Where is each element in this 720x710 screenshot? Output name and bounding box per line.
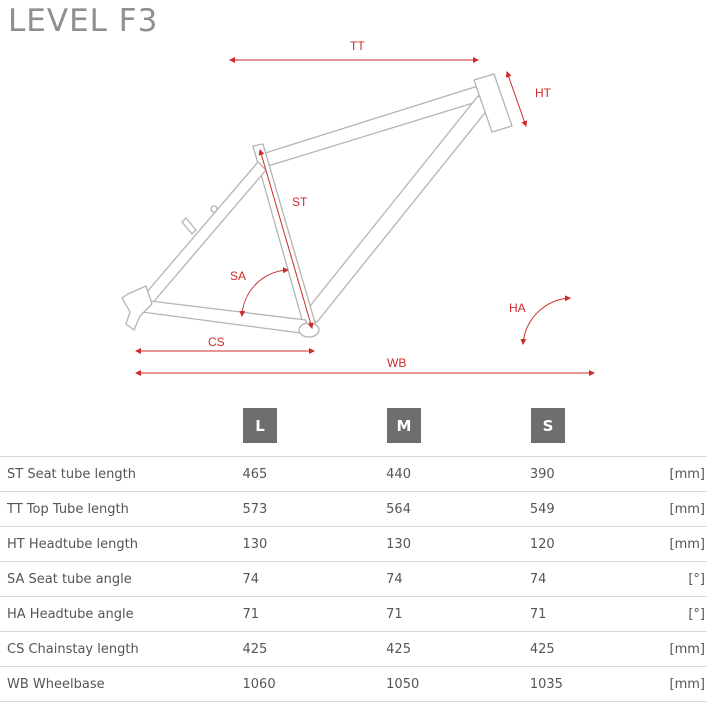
table-row: TT Top Tube length 573 564 549 [mm] <box>0 491 707 527</box>
row-name: SA Seat tube angle <box>0 561 243 597</box>
row-name: HA Headtube angle <box>0 596 243 632</box>
value-l: 465 <box>242 456 387 492</box>
sa-label: SA <box>230 269 246 283</box>
row-name: TT Top Tube length <box>0 491 243 527</box>
value-l: 71 <box>242 596 387 632</box>
value-s: 390 <box>529 456 670 492</box>
geometry-table: ST Seat tube length 465 440 390 [mm] TT … <box>0 456 707 702</box>
row-name: HT Headtube length <box>0 526 243 562</box>
size-header-l: L <box>243 408 277 443</box>
wb-label: WB <box>387 356 406 370</box>
table-row: ST Seat tube length 465 440 390 [mm] <box>0 456 707 492</box>
unit: [mm] <box>669 456 707 492</box>
value-s: 71 <box>529 596 670 632</box>
value-m: 1050 <box>386 666 530 702</box>
value-s: 549 <box>529 491 670 527</box>
unit: [°] <box>669 596 707 632</box>
value-s: 1035 <box>529 666 670 702</box>
sa-angle-arc <box>239 267 289 317</box>
value-l: 130 <box>242 526 387 562</box>
table-row: HT Headtube length 130 130 120 [mm] <box>0 526 707 562</box>
value-s: 120 <box>529 526 670 562</box>
ht-dimension-line <box>505 71 528 127</box>
row-name: WB Wheelbase <box>0 666 243 702</box>
unit: [mm] <box>669 666 707 702</box>
size-header-s: S <box>531 408 565 443</box>
ha-label: HA <box>509 301 526 315</box>
ht-label: HT <box>535 86 552 100</box>
size-header-m: M <box>387 408 421 443</box>
value-s: 74 <box>529 561 670 597</box>
value-l: 573 <box>242 491 387 527</box>
table-row: CS Chainstay length 425 425 425 [mm] <box>0 631 707 667</box>
st-dimension-line <box>258 149 314 329</box>
row-name: CS Chainstay length <box>0 631 243 667</box>
value-s: 425 <box>529 631 670 667</box>
unit: [mm] <box>669 526 707 562</box>
row-name: ST Seat tube length <box>0 456 243 492</box>
value-m: 440 <box>386 456 530 492</box>
page-title: LEVEL F3 <box>8 3 159 39</box>
unit: [mm] <box>669 631 707 667</box>
value-m: 564 <box>386 491 530 527</box>
cs-label: CS <box>208 335 225 349</box>
value-m: 130 <box>386 526 530 562</box>
value-l: 1060 <box>242 666 387 702</box>
value-l: 74 <box>242 561 387 597</box>
unit: [mm] <box>669 491 707 527</box>
value-l: 425 <box>242 631 387 667</box>
ha-angle-arc <box>520 295 571 345</box>
value-m: 74 <box>386 561 530 597</box>
value-m: 425 <box>386 631 530 667</box>
value-m: 71 <box>386 596 530 632</box>
frame-geometry-diagram: TT HT ST SA HA CS WB <box>121 39 595 376</box>
tt-label: TT <box>350 39 365 53</box>
table-row: SA Seat tube angle 74 74 74 [°] <box>0 561 707 597</box>
table-row: WB Wheelbase 1060 1050 1035 [mm] <box>0 666 707 702</box>
st-label: ST <box>292 195 308 209</box>
bike-frame-icon <box>121 73 513 338</box>
unit: [°] <box>669 561 707 597</box>
table-row: HA Headtube angle 71 71 71 [°] <box>0 596 707 632</box>
